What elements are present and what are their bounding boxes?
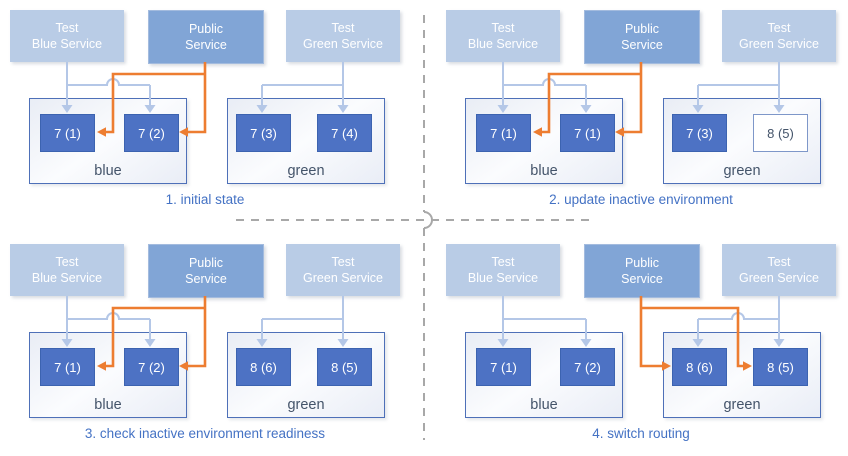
blue-environment-box: 7 (1) 7 (2) blue <box>29 98 187 184</box>
pod: 7 (2) <box>124 114 179 152</box>
quadrant-4: Test Blue Service Public Service Test Gr… <box>436 234 848 456</box>
public-service-box: Public Service <box>584 244 700 298</box>
service-label-line1: Public <box>624 255 660 270</box>
service-label-line1: Test <box>491 254 515 269</box>
test-blue-service-box: Test Blue Service <box>446 10 560 62</box>
service-label-line1: Public <box>624 21 660 36</box>
test-green-service-box: Test Green Service <box>722 244 836 296</box>
environment-label: blue <box>94 397 122 413</box>
public-service-box: Public Service <box>148 244 264 298</box>
service-label-line2: Blue Service <box>31 271 103 285</box>
pod: 7 (1) <box>560 114 615 152</box>
service-label-line2: Green Service <box>739 271 819 285</box>
test-green-service-box: Test Green Service <box>722 10 836 62</box>
pod: 7 (3) <box>672 114 727 152</box>
test-blue-service-box: Test Blue Service <box>10 244 124 296</box>
test-blue-service-box: Test Blue Service <box>10 10 124 62</box>
step-caption: 1. initial state <box>165 192 245 207</box>
test-blue-service-box: Test Blue Service <box>446 244 560 296</box>
service-label-line1: Test <box>331 254 355 269</box>
public-route <box>639 296 662 368</box>
environment-label: blue <box>530 163 558 179</box>
quadrant-1: Test Blue Service Public Service Test Gr… <box>0 0 424 228</box>
step-caption: 2. update inactive environment <box>549 192 733 207</box>
pod: 8 (6) <box>672 348 727 386</box>
public-route <box>624 62 643 134</box>
quadrant-2: Test Blue Service Public Service Test Gr… <box>436 0 848 228</box>
public-service-box: Public Service <box>148 10 264 64</box>
pod: 7 (1) <box>476 114 531 152</box>
pod: 7 (4) <box>317 114 372 152</box>
service-label-line1: Test <box>55 254 79 269</box>
service-label-line1: Test <box>767 20 791 35</box>
service-label-line1: Public <box>188 255 224 270</box>
service-label-line1: Public <box>188 21 224 36</box>
pod: 7 (3) <box>236 114 291 152</box>
step-caption: 4. switch routing <box>592 426 690 441</box>
green-environment-box: 7 (3) 7 (4) green <box>227 98 385 184</box>
pod: 7 (2) <box>560 348 615 386</box>
blue-environment-box: 7 (1) 7 (1) blue <box>465 98 623 184</box>
pod: 8 (5) <box>753 348 808 386</box>
pod: 7 (1) <box>476 348 531 386</box>
pod: 7 (1) <box>40 114 95 152</box>
environment-label: green <box>287 397 325 413</box>
service-label-line2: Green Service <box>303 271 383 285</box>
service-label-line2: Green Service <box>303 37 383 51</box>
environment-label: green <box>287 163 325 179</box>
pod: 7 (1) <box>40 348 95 386</box>
pod: 7 (2) <box>124 348 179 386</box>
green-environment-box: 8 (6) 8 (5) green <box>227 332 385 418</box>
pod: 8 (5) <box>753 114 808 152</box>
divider-hop <box>423 211 433 229</box>
service-label-line2: Blue Service <box>467 37 539 51</box>
green-environment-box: 8 (6) 8 (5) green <box>663 332 821 418</box>
public-service-box: Public Service <box>584 10 700 64</box>
service-label-line1: Test <box>331 20 355 35</box>
pod: 8 (5) <box>317 348 372 386</box>
service-label-line1: Test <box>491 20 515 35</box>
environment-label: green <box>723 163 761 179</box>
service-label-line2: Service <box>185 272 227 286</box>
environment-label: blue <box>94 163 122 179</box>
public-route <box>188 296 207 368</box>
service-label-line2: Service <box>621 272 663 286</box>
environment-label: green <box>723 397 761 413</box>
public-route <box>188 62 207 134</box>
blue-environment-box: 7 (1) 7 (2) blue <box>465 332 623 418</box>
test-green-service-box: Test Green Service <box>286 244 400 296</box>
service-label-line2: Service <box>185 38 227 52</box>
service-label-line2: Green Service <box>739 37 819 51</box>
step-caption: 3. check inactive environment readiness <box>84 426 326 441</box>
service-label-line1: Test <box>767 254 791 269</box>
quadrant-3: Test Blue Service Public Service Test Gr… <box>0 234 424 456</box>
service-label-line2: Service <box>621 38 663 52</box>
service-label-line2: Blue Service <box>31 37 103 51</box>
blue-environment-box: 7 (1) 7 (2) blue <box>29 332 187 418</box>
service-label-line2: Blue Service <box>467 271 539 285</box>
test-green-service-box: Test Green Service <box>286 10 400 62</box>
green-environment-box: 7 (3) 8 (5) green <box>663 98 821 184</box>
pod: 8 (6) <box>236 348 291 386</box>
service-label-line1: Test <box>55 20 79 35</box>
environment-label: blue <box>530 397 558 413</box>
